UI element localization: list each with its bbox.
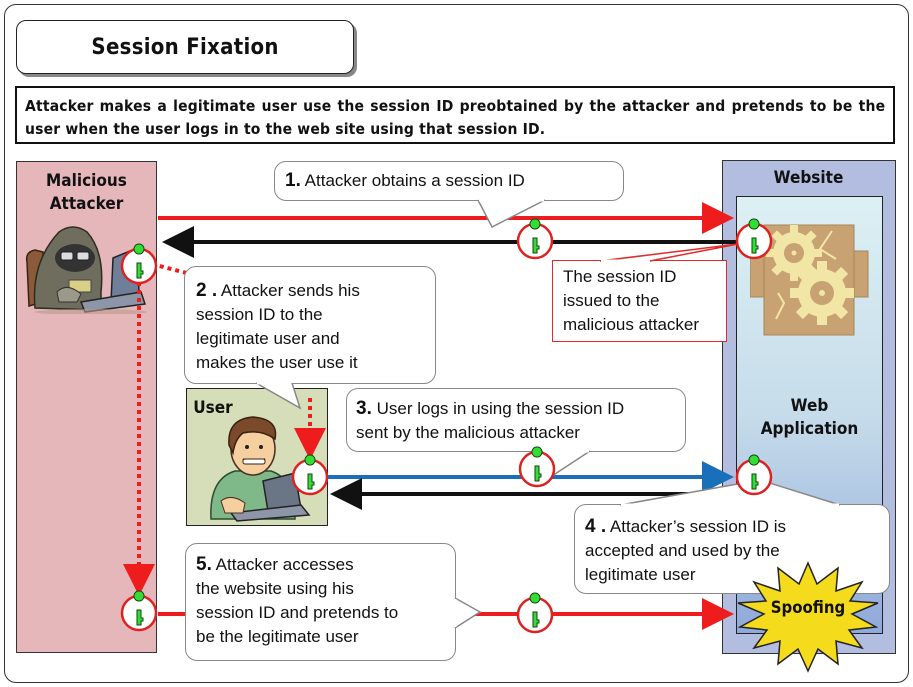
website-label: Website [773, 168, 844, 188]
attacker-label-line2: Attacker [49, 194, 124, 214]
step1-text: Attacker obtains a session ID [304, 171, 525, 190]
step3-text-line2: sent by the malicious attacker [356, 423, 580, 442]
description-text: Attacker makes a legitimate user use the… [25, 97, 886, 138]
step4-text-line2: accepted and used by the [585, 541, 780, 560]
step4-callout: 4 . Attacker’s session ID is accepted an… [574, 504, 890, 594]
web-application-label-line2: Application [760, 419, 859, 439]
step3-number: 3. [356, 398, 372, 419]
step3-text-line1: User logs in using the session ID [376, 399, 625, 418]
step2-number: 2 . [196, 280, 218, 301]
user-panel: User [186, 388, 328, 526]
step4-text-line1: Attacker’s session ID is [609, 517, 786, 536]
step4-number: 4 . [585, 516, 607, 537]
step5-callout: 5. Attacker accesses the website using h… [185, 543, 456, 661]
session-id-note: The session ID issued to the malicious a… [552, 260, 727, 342]
step5-text-line1: Attacker accesses [215, 555, 354, 574]
step5-text-line3: session ID and pretends to [196, 603, 399, 622]
web-application-label-line1: Web [790, 396, 829, 416]
user-label: User [193, 398, 233, 418]
spoofing-label: Spoofing [770, 598, 846, 618]
step5-text-line4: be the legitimate user [196, 627, 359, 646]
web-application-label: Web Application [744, 395, 875, 441]
gears-server-icon [750, 224, 869, 336]
hooded-attacker-icon [25, 226, 147, 314]
note-text-line2: issued to the [563, 291, 660, 310]
step1-number: 1. [285, 170, 301, 191]
user-at-laptop-icon [210, 416, 311, 522]
web-application-panel: Web Application [736, 196, 883, 634]
step5-text-line2: the website using his [196, 579, 354, 598]
step2-text-line4: makes the user use it [196, 353, 358, 372]
attacker-panel: Malicious Attacker [16, 161, 157, 653]
step3-callout: 3. User logs in using the session ID sen… [346, 388, 686, 452]
title-box: Session Fixation [16, 20, 354, 74]
step2-text-line2: session ID to the [196, 305, 323, 324]
attacker-label: Malicious Attacker [24, 170, 149, 216]
description-box: Attacker makes a legitimate user use the… [15, 86, 895, 144]
note-text-line3: malicious attacker [563, 315, 700, 334]
step5-number: 5. [196, 554, 212, 575]
note-text-line1: The session ID [563, 267, 677, 286]
step2-text-line1: Attacker sends his [220, 281, 360, 300]
step2-text-line3: legitimate user and [196, 329, 340, 348]
page-title: Session Fixation [91, 34, 279, 60]
step2-callout: 2 . Attacker sends his session ID to the… [184, 266, 436, 384]
step4-text-line3: legitimate user [585, 565, 696, 584]
step1-callout: 1. Attacker obtains a session ID [274, 161, 624, 201]
attacker-label-line1: Malicious [46, 171, 127, 191]
